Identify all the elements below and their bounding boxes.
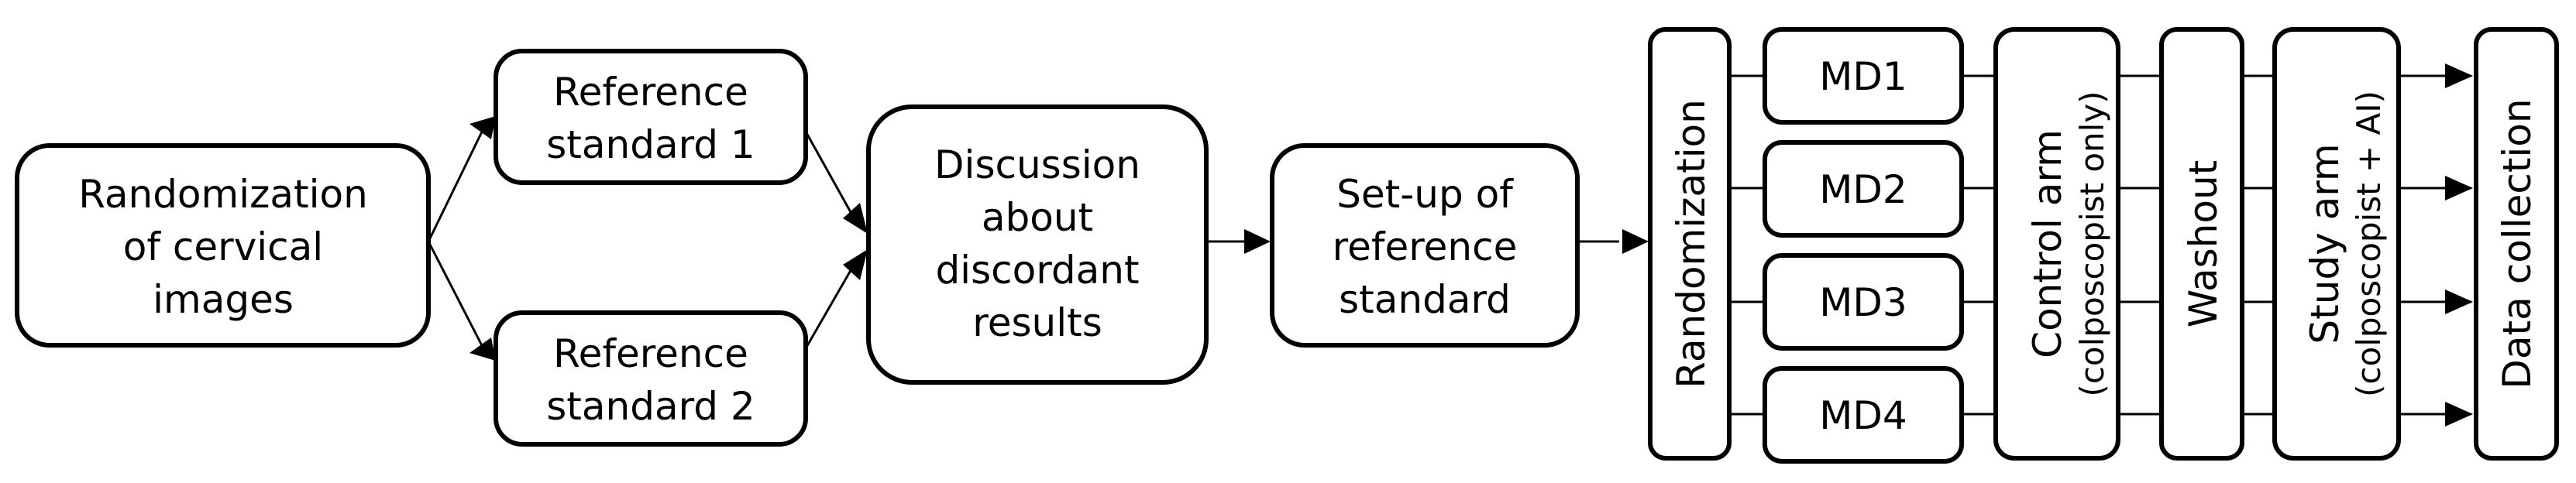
md-label-4: MD4 <box>1819 393 1907 438</box>
arrowhead-discussion-top <box>843 203 868 234</box>
reference-standard-2-line-1: Reference <box>553 331 748 376</box>
reference-standard-2-line-2: standard 2 <box>546 384 755 429</box>
study-arm-node: Study arm (colposcopist + AI) <box>2272 27 2401 461</box>
setup-node: Set-up of reference standard <box>1270 143 1580 348</box>
washout-label: Washout <box>2181 160 2226 328</box>
randomization-images-node: Randomization of cervical images <box>15 143 431 348</box>
md-node-3: MD3 <box>1763 253 1964 351</box>
arrowhead-ref1 <box>469 116 496 139</box>
randomization-vertical-node: Randomization <box>1648 27 1732 461</box>
arrowhead-data-md1 <box>2445 63 2473 88</box>
arrowhead-ref2 <box>469 337 496 361</box>
connector-ref1-to-discussion <box>804 131 860 227</box>
discussion-line-3: discordant <box>935 248 1139 293</box>
data-collection-node: Data collection <box>2474 27 2559 461</box>
control-arm-node: Control arm (colposcopist only) <box>1993 27 2120 461</box>
reference-standard-1-node: Reference standard 1 <box>494 49 808 185</box>
reference-standard-1-line-1: Reference <box>553 70 748 115</box>
discussion-line-2: about <box>982 195 1093 240</box>
md-node-4: MD4 <box>1763 366 1964 464</box>
discussion-node: Discussion about discordant results <box>866 104 1209 385</box>
study-arm-subtitle: (colposcopist + AI) <box>2350 91 2388 397</box>
discussion-line-1: Discussion <box>934 142 1140 187</box>
md-label-2: MD2 <box>1819 167 1907 212</box>
washout-node: Washout <box>2159 27 2244 461</box>
connector-ref2-to-discussion <box>804 256 860 349</box>
md-label-3: MD3 <box>1819 280 1907 325</box>
connector-rand-to-ref1 <box>427 122 488 242</box>
control-arm-subtitle: (colposcopist only) <box>2073 91 2111 396</box>
arrowhead-setup <box>1244 229 1271 254</box>
arrowhead-data-md3 <box>2445 289 2473 314</box>
connector-rand-to-ref2 <box>427 241 488 355</box>
discussion-line-4: results <box>972 300 1102 345</box>
reference-standard-1-line-2: standard 1 <box>546 122 755 167</box>
arrowhead-data-md2 <box>2445 176 2473 200</box>
md-node-1: MD1 <box>1763 27 1964 125</box>
study-arm-title: Study arm <box>2303 143 2347 344</box>
randomization-vertical-label: Randomization <box>1669 99 1714 389</box>
randomization-images-line-2: of cervical <box>123 224 323 269</box>
randomization-images-line-1: Randomization <box>78 172 368 217</box>
reference-standard-2-node: Reference standard 2 <box>494 310 808 447</box>
data-collection-label: Data collection <box>2495 98 2540 389</box>
control-arm-title: Control arm <box>2025 129 2070 358</box>
arrowhead-discussion-bottom <box>843 249 868 280</box>
md-groups: MD1 MD2 MD3 MD4 <box>1763 27 1964 464</box>
arrowhead-data-md4 <box>2445 402 2473 426</box>
md-label-1: MD1 <box>1819 54 1907 99</box>
arrowhead-randomization <box>1622 229 1649 254</box>
setup-line-2: reference <box>1333 224 1518 269</box>
setup-line-3: standard <box>1339 277 1511 322</box>
randomization-images-line-3: images <box>153 277 294 322</box>
md-node-2: MD2 <box>1763 140 1964 238</box>
setup-line-1: Set-up of <box>1336 172 1514 217</box>
